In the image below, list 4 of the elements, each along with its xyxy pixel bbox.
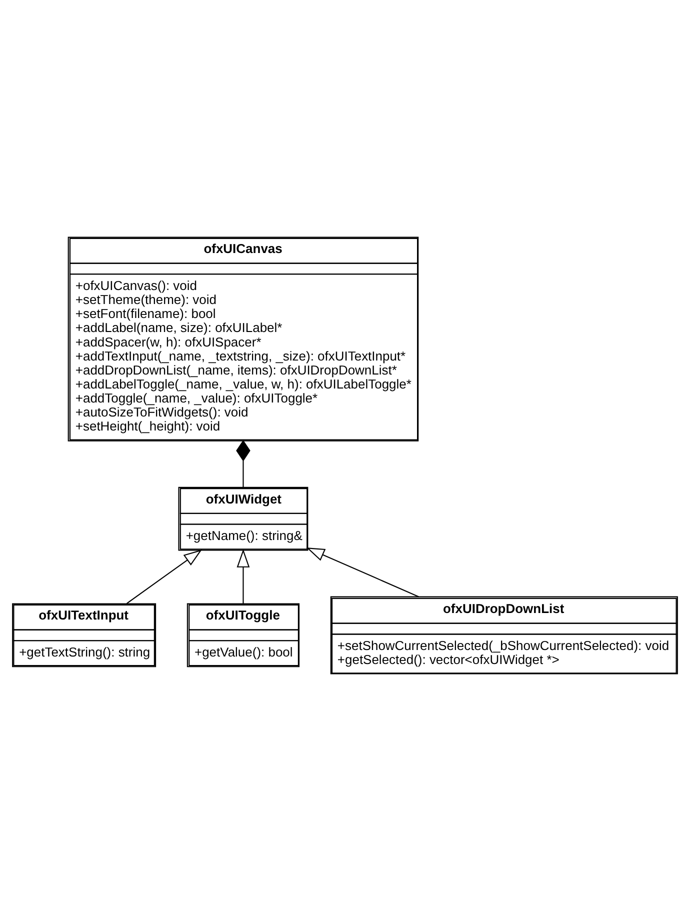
arrow [126, 549, 202, 604]
connector [236, 440, 250, 488]
arrow [236, 548, 250, 604]
arrow [306, 548, 419, 598]
